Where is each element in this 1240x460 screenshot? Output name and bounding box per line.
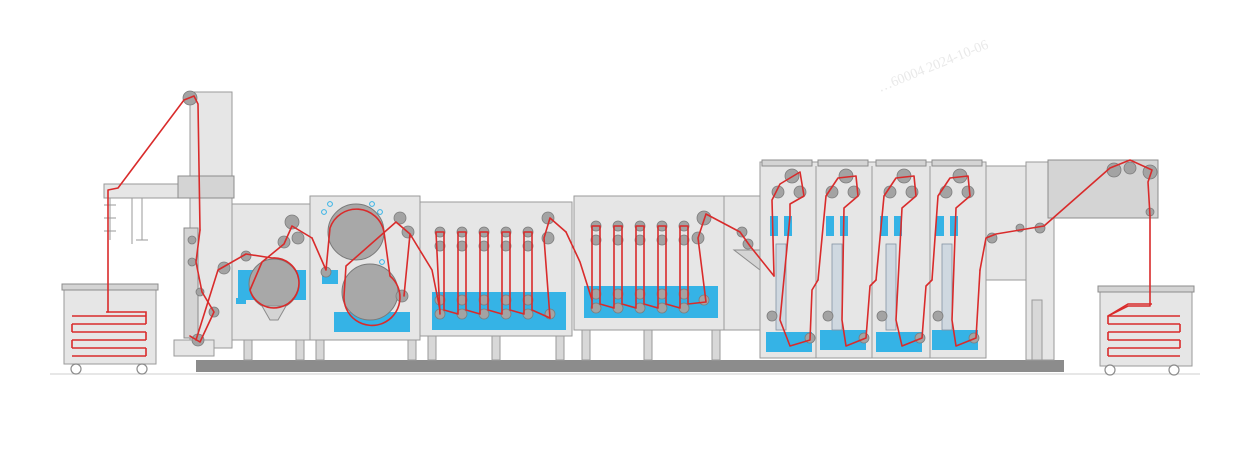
- steamer-compartments: [759, 159, 987, 359]
- entry-batcher-wheel-right: [136, 363, 148, 375]
- entry-batcher: [61, 283, 159, 375]
- exit-batcher-wheel-left: [1104, 364, 1116, 376]
- exit-j-scray: [985, 159, 1159, 361]
- base-rail: [196, 360, 1064, 372]
- entry-j-scray: [173, 90, 235, 357]
- washing-tank-2: [573, 195, 761, 361]
- steamer-rack-1: [770, 216, 792, 331]
- upper-drum: [327, 203, 385, 261]
- exit-batcher: [1097, 285, 1195, 376]
- washing-tank-1-rollers: [434, 226, 556, 320]
- entry-batcher-coil: [71, 311, 147, 357]
- steamer-rack-3: [880, 216, 902, 331]
- watermark-text: …60004 2024-10-06: [876, 38, 991, 96]
- exit-batcher-wheel-right: [1168, 364, 1180, 376]
- steamer-rack-4: [936, 216, 958, 331]
- entry-batcher-wheel-left: [70, 363, 82, 375]
- fabric-path: [107, 95, 1153, 347]
- washing-tank-1: [419, 201, 573, 361]
- padding-mangle: [217, 203, 311, 361]
- twin-drum-unit: [309, 195, 421, 361]
- entry-guider-frame: [103, 183, 193, 244]
